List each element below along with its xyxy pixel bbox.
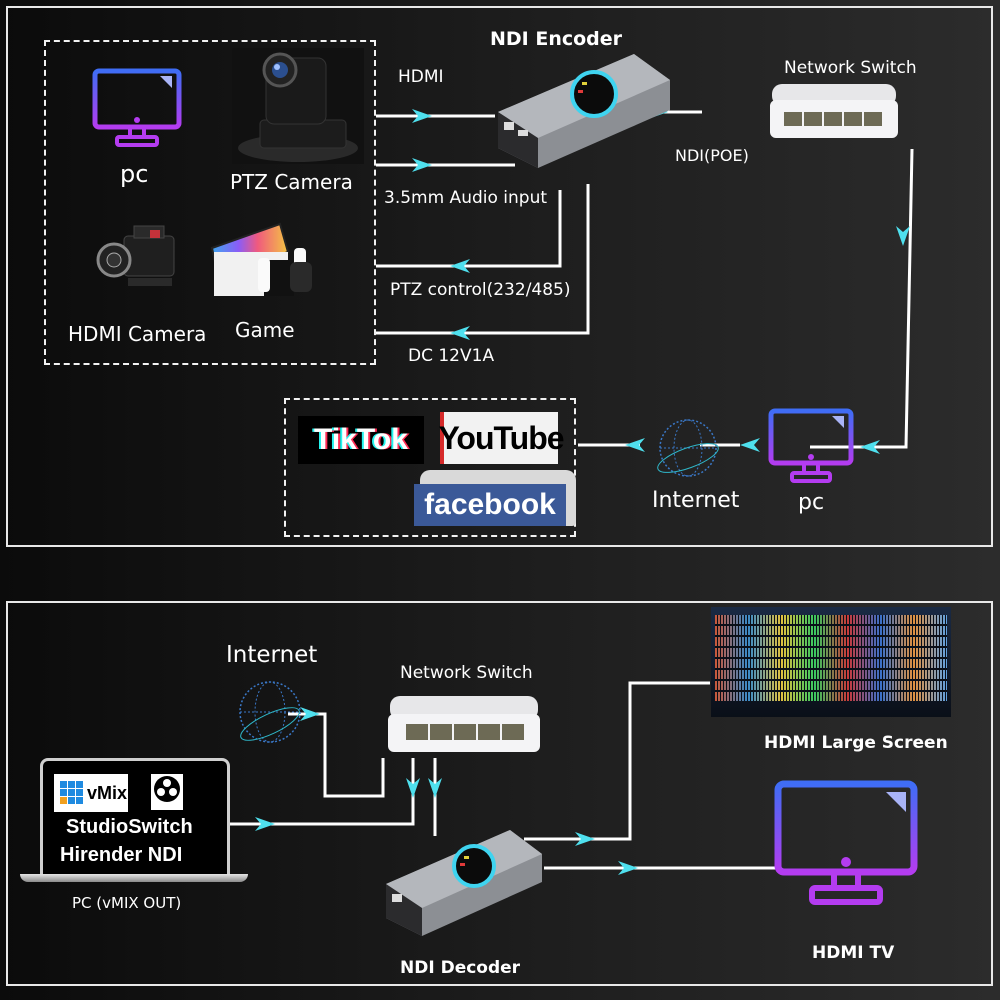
hdmi-camera-label: HDMI Camera (68, 322, 207, 346)
obs-icon (154, 776, 180, 802)
youtube-logo[interactable]: YouTube (438, 412, 565, 464)
software-line1-label: StudioSwitch (66, 816, 193, 838)
hdmi-camera-icon (96, 225, 175, 286)
tiktok-logo[interactable]: TikTok (298, 416, 424, 464)
network-switch-bottom-label: Network Switch (400, 663, 533, 683)
game-label: Game (235, 318, 295, 342)
large-screen-video-wall (711, 607, 951, 717)
audio-connection-label: 3.5mm Audio input (384, 188, 548, 208)
pc-right-label: pc (798, 490, 825, 515)
streaming-platforms-group (284, 398, 576, 537)
internet-globe-bottom-icon (239, 681, 301, 743)
ndi-poe-connection-label: NDI(POE) (675, 146, 749, 165)
software-line2-label: Hirender NDI (60, 844, 183, 866)
hdmi-connection-label: HDMI (398, 67, 444, 87)
pc-monitor-right-icon (768, 408, 854, 483)
tiktok-text: TikTok (314, 423, 408, 456)
internet-globe-icon (657, 419, 719, 477)
facebook-text: facebook (424, 488, 556, 521)
youtube-text: YouTube (438, 419, 564, 456)
network-switch-bottom-icon (388, 696, 540, 752)
game-console-icon (210, 222, 312, 296)
hdmi-tv-label: HDMI TV (812, 943, 895, 963)
laptop-base (20, 874, 248, 882)
vmix-text: vMix (87, 782, 128, 803)
ndi-encoder-label: NDI Encoder (490, 28, 623, 50)
hdmi-tv-icon (774, 780, 918, 905)
dc-connection-label: DC 12V1A (408, 346, 495, 366)
ptz-camera-icon (232, 48, 364, 164)
internet-bottom-label: Internet (226, 642, 318, 668)
ptz-control-connection-label: PTZ control(232/485) (390, 280, 571, 300)
obs-logo[interactable] (151, 774, 183, 810)
video-wall-tiles (715, 615, 947, 701)
pc-monitor-icon (92, 68, 182, 147)
hdmi-large-screen-label: HDMI Large Screen (764, 733, 948, 753)
ptz-camera-label: PTZ Camera (230, 170, 353, 194)
network-switch-top-label: Network Switch (784, 58, 917, 78)
pc-vmix-out-label: PC (vMIX OUT) (72, 894, 182, 912)
network-switch-top-icon (770, 84, 898, 138)
top-diagram-panel (6, 6, 993, 547)
bottom-diagram-panel (6, 601, 993, 986)
ndi-encoder-device-icon (498, 54, 670, 168)
ndi-decoder-label: NDI Decoder (400, 958, 521, 978)
facebook-logo[interactable]: facebook (414, 484, 566, 526)
source-devices-group (44, 40, 376, 365)
vmix-grid-icon (60, 781, 83, 804)
pc-source-label: pc (120, 160, 149, 188)
vmix-logo[interactable]: vMix (54, 774, 128, 812)
internet-top-label: Internet (652, 488, 740, 513)
ndi-decoder-device-icon (386, 830, 542, 936)
